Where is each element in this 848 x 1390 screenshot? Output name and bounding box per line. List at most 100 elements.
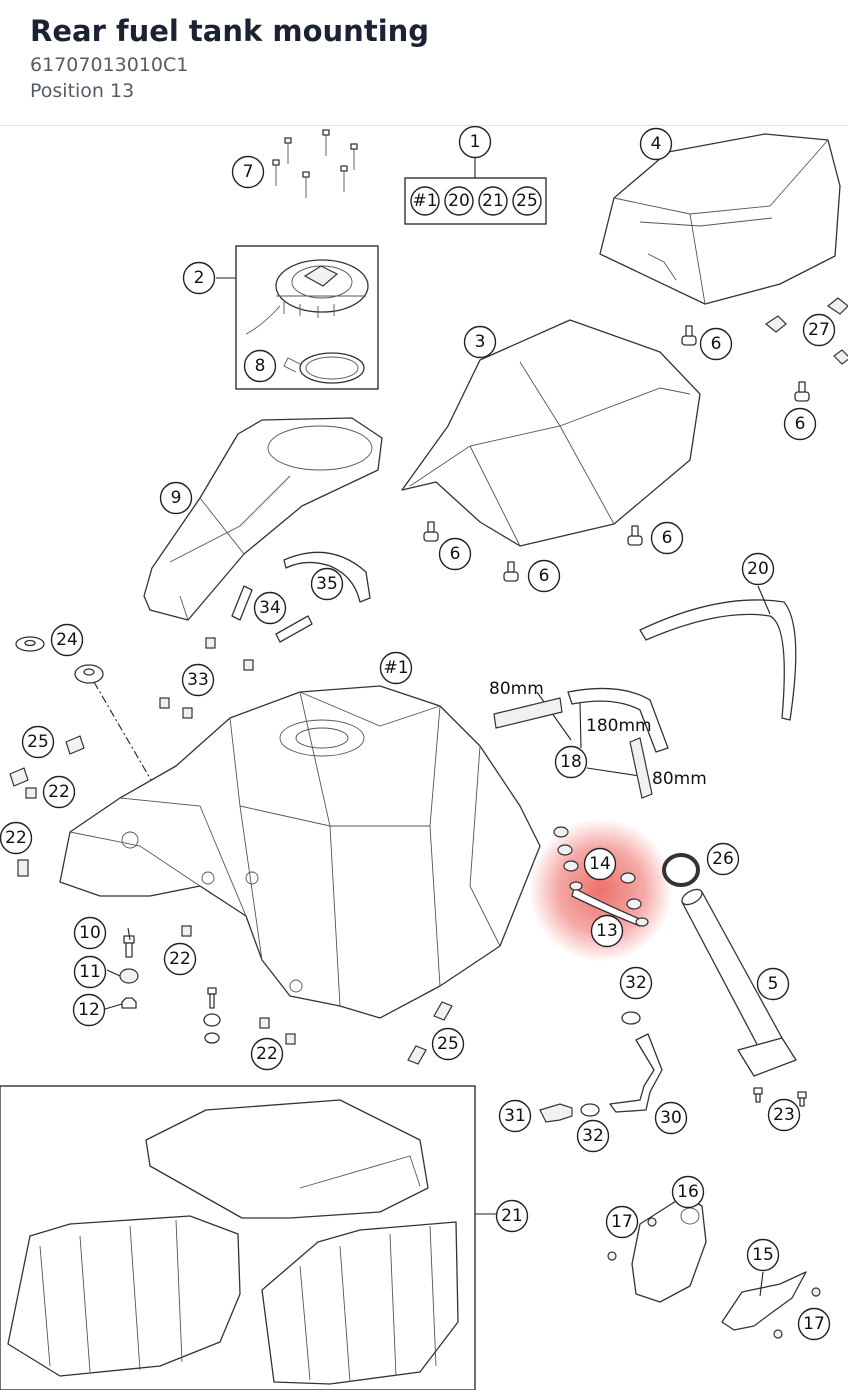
spacer-part-12[interactable] — [121, 997, 137, 1009]
kit-box-part-1[interactable]: #1 20 21 25 — [404, 177, 547, 225]
svg-text:27: 27 — [808, 320, 830, 340]
callout-26[interactable]: 26 — [706, 842, 740, 876]
svg-text:6: 6 — [450, 544, 461, 564]
pads-part-25[interactable] — [9, 735, 453, 1065]
svg-text:22: 22 — [169, 949, 191, 969]
tank-cover-set-part-21[interactable] — [0, 1085, 476, 1390]
svg-text:5: 5 — [768, 974, 779, 994]
callout-7[interactable]: 7 — [231, 155, 265, 189]
callout-21[interactable]: 21 — [495, 1199, 529, 1233]
svg-text:26: 26 — [712, 849, 734, 869]
callout-6[interactable]: 6 — [527, 559, 561, 593]
svg-text:#1: #1 — [412, 191, 437, 211]
callout-34[interactable]: 34 — [253, 591, 287, 625]
bracket-part-13[interactable] — [569, 881, 649, 927]
callout-6[interactable]: 6 — [650, 521, 684, 555]
callout-32[interactable]: 32 — [619, 966, 653, 1000]
valve-part-31[interactable] — [539, 1103, 573, 1123]
svg-text:17: 17 — [803, 1314, 825, 1334]
svg-text:23: 23 — [773, 1105, 795, 1125]
callout-33[interactable]: 33 — [181, 663, 215, 697]
callout-3[interactable]: 3 — [463, 325, 497, 359]
dim-80mm-top: 80mm — [489, 679, 544, 699]
callout-10[interactable]: 10 — [73, 916, 107, 950]
svg-text:22: 22 — [48, 782, 70, 802]
seal-ring-part-26[interactable] — [662, 853, 700, 887]
nuts-part-17[interactable] — [607, 1217, 821, 1339]
part-number: 61707013010C1 — [30, 54, 189, 76]
svg-text:14: 14 — [589, 854, 611, 874]
pillion-seat-part-4[interactable] — [599, 133, 841, 305]
callout-20[interactable]: 20 — [741, 552, 775, 586]
callout-8[interactable]: 8 — [243, 349, 277, 383]
callout-9[interactable]: 9 — [159, 481, 193, 515]
callout-25[interactable]: 25 — [21, 725, 55, 759]
callout-24[interactable]: 24 — [50, 623, 84, 657]
screws-part-23[interactable] — [753, 1087, 807, 1107]
callout-13[interactable]: 13 — [590, 914, 624, 948]
callout-15[interactable]: 15 — [746, 1238, 780, 1272]
callout-27[interactable]: 27 — [802, 313, 836, 347]
svg-text:9: 9 — [171, 488, 182, 508]
callout-22[interactable]: 22 — [0, 821, 33, 855]
callout-22[interactable]: 22 — [250, 1037, 284, 1071]
callout-tank[interactable]: #1 — [379, 651, 413, 685]
bracket-part-16[interactable] — [631, 1195, 707, 1303]
svg-text:21: 21 — [482, 191, 504, 211]
mount-stack — [203, 987, 221, 1044]
callout-22[interactable]: 22 — [42, 775, 76, 809]
callouts: 1 4 7 2 6 27 8 3 6 9 6 6 6 35 20 34 24 #… — [0, 126, 836, 1341]
bolts-part-7[interactable] — [272, 129, 358, 198]
svg-text:32: 32 — [582, 1126, 604, 1146]
callout-32[interactable]: 32 — [576, 1119, 610, 1153]
svg-text:2: 2 — [194, 268, 205, 288]
callout-2[interactable]: 2 — [182, 261, 216, 295]
svg-text:1: 1 — [470, 132, 481, 152]
clips-part-33[interactable] — [159, 637, 254, 719]
callout-6[interactable]: 6 — [699, 327, 733, 361]
callout-11[interactable]: 11 — [73, 955, 107, 989]
hose-part-30[interactable] — [609, 1033, 663, 1113]
svg-text:35: 35 — [316, 574, 338, 594]
exploded-parts-diagram: #1 20 21 25 — [0, 126, 848, 1390]
callout-14[interactable]: 14 — [583, 847, 617, 881]
callout-6[interactable]: 6 — [783, 407, 817, 441]
callout-4[interactable]: 4 — [639, 127, 673, 161]
callout-18[interactable]: 18 — [554, 745, 588, 779]
callout-22[interactable]: 22 — [163, 942, 197, 976]
callout-23[interactable]: 23 — [767, 1098, 801, 1132]
svg-text:8: 8 — [255, 356, 266, 376]
svg-text:20: 20 — [448, 191, 470, 211]
callout-16[interactable]: 16 — [671, 1175, 705, 1209]
callout-25[interactable]: 25 — [431, 1027, 465, 1061]
rider-seat-part-3[interactable] — [401, 319, 701, 547]
callout-12[interactable]: 12 — [72, 993, 106, 1027]
cover-part-20[interactable] — [639, 599, 797, 721]
callout-17[interactable]: 17 — [605, 1205, 639, 1239]
svg-text:7: 7 — [243, 162, 254, 182]
clips-part-22[interactable] — [17, 787, 296, 1045]
rubber-strip-part-35[interactable] — [283, 551, 371, 603]
callout-35[interactable]: 35 — [310, 567, 344, 601]
fuel-tank-part-1[interactable] — [59, 685, 541, 1019]
clips-part-27[interactable] — [764, 297, 848, 365]
seal-ring-part-8[interactable] — [283, 352, 365, 384]
callout-17[interactable]: 17 — [797, 1307, 831, 1341]
callout-1[interactable]: 1 — [458, 126, 492, 159]
callout-30[interactable]: 30 — [654, 1101, 688, 1135]
svg-text:25: 25 — [516, 191, 538, 211]
callout-5[interactable]: 5 — [756, 967, 790, 1001]
rubber-mounts-part-14[interactable] — [553, 826, 642, 910]
grommets-part-24[interactable] — [15, 636, 104, 684]
callout-6[interactable]: 6 — [438, 537, 472, 571]
clamp-part-32[interactable] — [580, 1011, 641, 1117]
svg-text:25: 25 — [27, 732, 49, 752]
filler-pipe-part-5[interactable] — [679, 886, 797, 1077]
pads-part-34[interactable] — [231, 585, 313, 643]
bracket-part-15[interactable] — [721, 1271, 807, 1331]
rubber-buffers-part-6[interactable] — [423, 325, 810, 582]
nut-part-11[interactable] — [119, 968, 139, 984]
callout-31[interactable]: 31 — [498, 1099, 532, 1133]
bolt-part-10[interactable] — [123, 935, 135, 958]
tank-cover-part-9[interactable] — [143, 417, 383, 621]
